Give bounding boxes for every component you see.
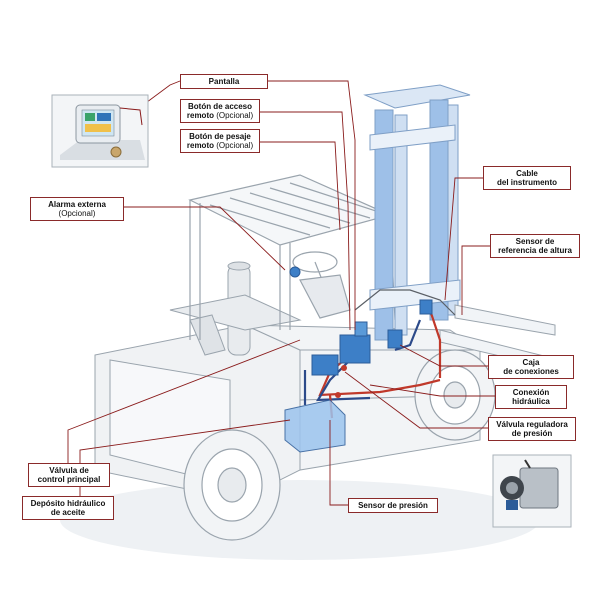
label-valvula-reg-line2: de presión (511, 429, 553, 438)
label-pantalla-text: Pantalla (208, 77, 240, 86)
steering-wheel (292, 251, 351, 319)
pressure-sensor-inset (492, 454, 572, 528)
label-sensor-presion-text: Sensor de presión (358, 501, 428, 510)
label-caja-line1: Caja (522, 358, 540, 367)
label-boton-pesaje-line2-normal: (Opcional) (214, 141, 254, 150)
label-conexion-line1: Conexión (512, 388, 550, 397)
label-deposito-line2: de aceite (50, 508, 86, 517)
label-valvula-reg-line1: Válvula reguladora (496, 420, 568, 429)
label-pantalla: Pantalla (180, 74, 268, 89)
label-caja-conexiones: Caja de conexiones (488, 355, 574, 379)
mast (363, 84, 561, 371)
label-sensor-referencia-line1: Sensor de (515, 237, 555, 246)
label-conexion-line2: hidráulica (512, 397, 550, 406)
display-inset (51, 94, 149, 168)
label-caja-line2: de conexiones (503, 367, 559, 376)
label-sensor-presion: Sensor de presión (348, 498, 438, 513)
label-boton-pesaje-line1: Botón de pesaje (189, 132, 251, 141)
label-deposito-line1: Depósito hidráulico (30, 499, 106, 508)
label-boton-acceso-line1: Botón de acceso (187, 102, 252, 111)
label-alarma-externa-line1: Alarma externa (48, 200, 106, 209)
label-cable-line2: del instrumento (496, 178, 557, 187)
label-boton-pesaje-line2-bold: remoto (186, 141, 214, 150)
label-sensor-referencia-line2: referencia de altura (498, 246, 572, 255)
label-valvula-reguladora: Válvula reguladora de presión (488, 417, 576, 441)
label-boton-acceso-line2-bold: remoto (186, 111, 214, 120)
label-valvula-control: Válvula de control principal (28, 463, 110, 487)
label-valvula-ctrl-line1: Válvula de (49, 466, 89, 475)
label-boton-acceso-line2-normal: (Opcional) (214, 111, 254, 120)
instrument-cable (354, 289, 456, 316)
wheels (183, 349, 496, 541)
label-valvula-ctrl-line2: control principal (37, 475, 101, 484)
label-sensor-referencia: Sensor de referencia de altura (490, 234, 580, 258)
label-alarma-externa-line2: (Opcional) (58, 209, 96, 218)
label-alarma-externa: Alarma externa (Opcional) (30, 197, 124, 221)
label-conexion-hidraulica: Conexión hidráulica (495, 385, 567, 409)
label-cable: Cable del instrumento (483, 166, 571, 190)
ground-shadow (60, 480, 540, 560)
label-deposito-hidraulico: Depósito hidráulico de aceite (22, 496, 114, 520)
label-boton-pesaje: Botón de pesaje remoto (Opcional) (180, 129, 260, 153)
label-boton-acceso: Botón de acceso remoto (Opcional) (180, 99, 260, 123)
label-cable-line1: Cable (516, 169, 538, 178)
